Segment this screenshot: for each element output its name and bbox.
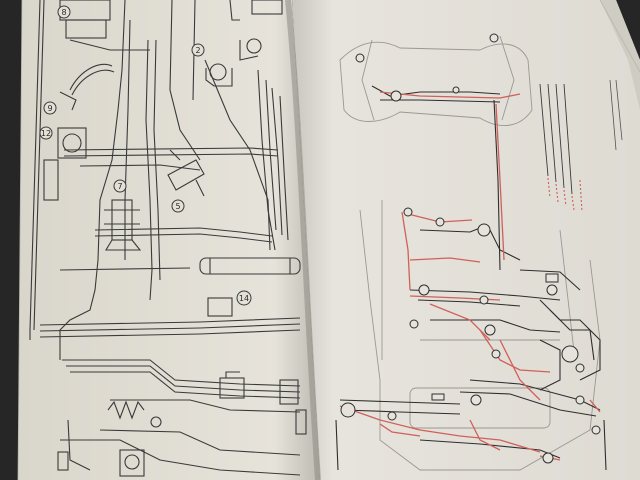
callout-5: 5 xyxy=(171,199,185,213)
diagram-legend xyxy=(539,79,623,213)
callout-5-label: 5 xyxy=(175,202,180,211)
callout-2-label: 2 xyxy=(195,46,200,55)
callout-14-label: 14 xyxy=(239,294,249,303)
callout-7-label: 7 xyxy=(117,182,122,191)
right-page xyxy=(292,0,640,480)
book-gutter xyxy=(285,0,321,480)
page-stack-edge xyxy=(600,0,640,110)
callout-7: 7 xyxy=(113,179,127,193)
callout-2: 2 xyxy=(191,43,205,57)
callout-9: 9 xyxy=(43,101,57,115)
left-page xyxy=(18,0,320,480)
left-callouts: 8 2 9 12 7 5 14 xyxy=(39,5,252,306)
callout-14: 14 xyxy=(236,290,252,306)
callout-8-label: 8 xyxy=(61,8,66,17)
callout-9-label: 9 xyxy=(47,104,52,113)
callout-12: 12 xyxy=(39,126,53,140)
right-components xyxy=(340,33,601,464)
page-edges xyxy=(17,0,640,480)
callout-8: 8 xyxy=(57,5,71,19)
callout-12-label: 12 xyxy=(41,129,51,138)
vehicle-outline xyxy=(339,35,601,471)
